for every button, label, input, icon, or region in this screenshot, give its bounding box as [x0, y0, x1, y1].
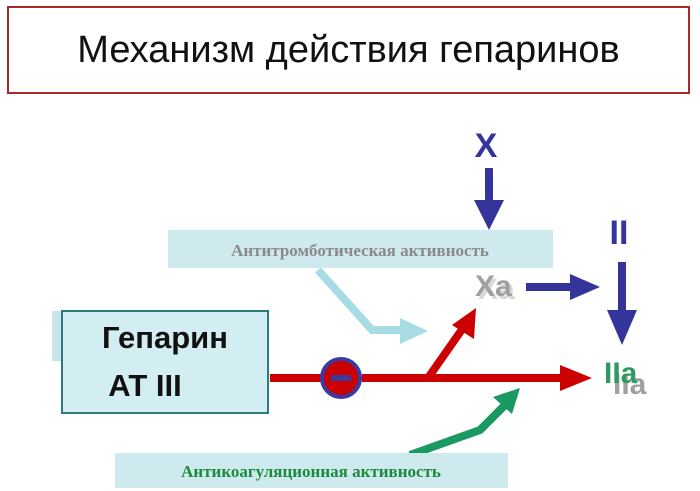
- factor-iia-shadow: IIa: [613, 368, 647, 401]
- xa-right-arrow: [526, 274, 600, 300]
- heparin-box: [52, 310, 269, 414]
- factor-xa-shadow: Xa: [478, 273, 515, 306]
- red-branch-arrow: [424, 308, 476, 381]
- factor-x-label: X: [475, 127, 498, 165]
- red-main-arrow: [362, 365, 592, 391]
- at3-label: AT III: [108, 368, 181, 403]
- factor-xa-label: Xa: [475, 270, 512, 303]
- heparin-label: Гепарин: [102, 320, 228, 355]
- antithrombotic-box: [168, 230, 553, 268]
- antithrombotic-label: Антитромботическая активность: [231, 241, 489, 260]
- inhibit-circle: [320, 357, 362, 399]
- ii-down-arrow: [607, 262, 637, 345]
- anticoagulant-box: [115, 453, 508, 488]
- anticoagulant-arrow: [408, 388, 520, 459]
- x-down-arrow: [474, 168, 504, 230]
- anticoagulant-label: Антикоагуляционная активность: [181, 462, 441, 481]
- antithrombotic-arrow: [315, 267, 428, 344]
- title-box: Механизм действия гепаринов: [7, 6, 690, 94]
- factor-ii-label: II: [610, 214, 629, 252]
- factor-iia-label: IIa: [604, 357, 638, 390]
- page-title: Механизм действия гепаринов: [77, 28, 620, 71]
